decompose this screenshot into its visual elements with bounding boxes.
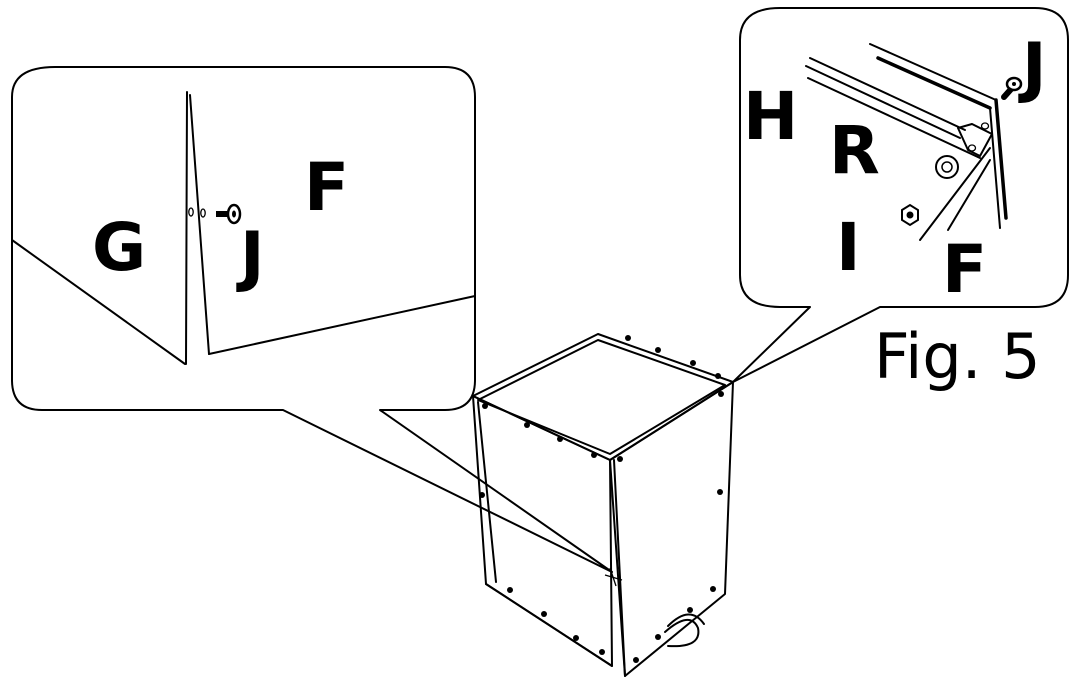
panel-f-edge-inner (947, 159, 991, 231)
handle-outline (667, 613, 705, 627)
label-f: F (304, 149, 349, 226)
board-f-edge-thick (994, 98, 1008, 220)
right-callout: H R J I F (732, 7, 1069, 383)
rail-h (809, 57, 966, 131)
cabinet-screw-dots (479, 335, 724, 663)
left-face-panel-edge (477, 401, 497, 583)
hole-icon (967, 144, 977, 152)
back-rail (869, 43, 997, 101)
hole-icon (200, 208, 206, 218)
washer-icon (935, 155, 959, 179)
hole-icon (188, 207, 194, 217)
left-callout: G J F (11, 66, 613, 573)
left-callout-bubble (11, 66, 613, 573)
vertical-board-side (189, 94, 210, 355)
cabinet-top-inner (477, 339, 726, 455)
corner-bracket (957, 123, 993, 157)
panel-g-edge (11, 239, 186, 365)
handle-icon (664, 619, 700, 648)
panel-f-edge (919, 147, 991, 241)
hole-icon (980, 122, 990, 130)
label-i: I (836, 209, 861, 286)
cabinet-top (472, 333, 734, 461)
right-callout-bubble (732, 7, 1069, 383)
screw-icon (216, 203, 242, 225)
nut-icon (901, 203, 919, 227)
figure-caption: Fig. 5 (874, 320, 1041, 393)
cabinet (472, 333, 734, 677)
board-f-edge (989, 107, 1001, 229)
label-f: F (942, 231, 987, 308)
label-j: J (236, 218, 265, 295)
label-h: H (743, 78, 798, 155)
rail-h-inner (805, 65, 961, 139)
target-mark (604, 567, 623, 587)
right-face-panel-edge (613, 459, 626, 677)
cabinet-bottom-edge (485, 583, 613, 667)
panel-f-edge (208, 295, 476, 355)
screw-icon (1001, 76, 1023, 100)
label-j: J (1018, 29, 1047, 106)
cabinet-right-face (609, 381, 734, 677)
back-rail-thick (876, 56, 992, 110)
label-g: G (92, 209, 146, 286)
vertical-board-edge (185, 91, 188, 365)
rail-r (807, 77, 981, 159)
cabinet-left-face (472, 395, 613, 667)
label-r: R (829, 112, 880, 189)
